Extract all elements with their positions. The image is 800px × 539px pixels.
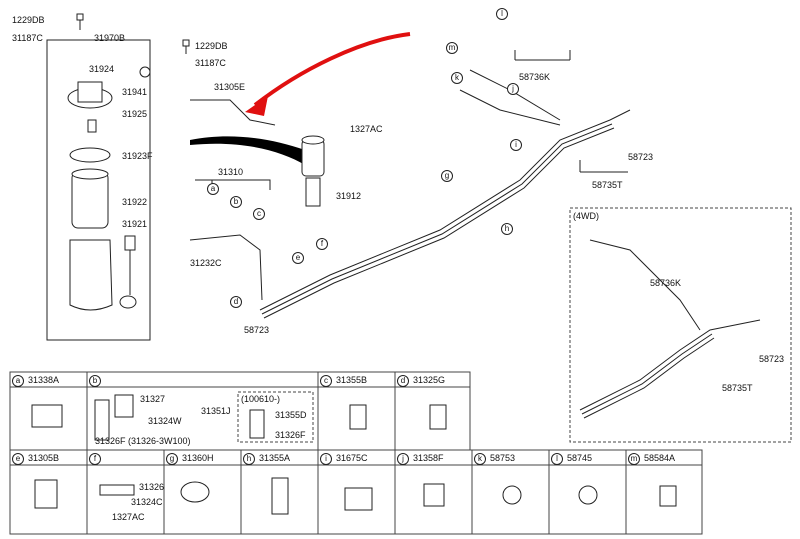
label-31187c-b: 31187C	[195, 58, 226, 68]
label-31912: 31912	[336, 191, 362, 201]
label-58735t: 58735T	[592, 180, 623, 190]
callout-a: a	[207, 183, 219, 195]
red-arrowhead	[245, 96, 268, 116]
callout-e: e	[292, 252, 304, 264]
center-filter-drawing	[190, 99, 325, 207]
cell-b-31351j: 31351J	[201, 406, 231, 416]
label-1229db-a: 1229DB	[12, 15, 45, 25]
callout-f: f	[316, 238, 328, 250]
label-58736k-4wd: 58736K	[650, 278, 682, 288]
label-31187c-a: 31187C	[12, 33, 43, 43]
black-wedge	[190, 136, 305, 165]
callout-i: i	[510, 139, 522, 151]
label-31923f: 31923F	[122, 151, 153, 161]
label-31970b: 31970B	[94, 33, 126, 43]
cell-f-31324c: 31324C	[131, 497, 163, 507]
label-31232c: 31232C	[190, 258, 222, 268]
label-58736k: 58736K	[519, 72, 551, 82]
fuel-filter-drawing	[67, 66, 151, 311]
label-31305e: 31305E	[214, 82, 246, 92]
label-31922: 31922	[122, 197, 148, 207]
callout-d: d	[230, 296, 242, 308]
pipe-bundle-main	[189, 69, 631, 319]
parts-table-grid	[9, 371, 703, 535]
cell-b-31327: 31327	[140, 394, 166, 404]
label-31310: 31310	[218, 167, 244, 177]
pipe-bundle-4wd	[579, 239, 761, 419]
callout-g: g	[441, 170, 453, 182]
cell-f: f	[89, 453, 105, 465]
label-31924: 31924	[89, 64, 115, 74]
cell-b-31324w: 31324W	[148, 416, 182, 426]
label-58735t-4wd: 58735T	[722, 383, 753, 393]
red-arrow	[253, 32, 411, 107]
label-31925: 31925	[122, 109, 148, 119]
callout-m: m	[446, 42, 458, 54]
inset-title: (4WD)	[573, 211, 599, 221]
cell-b-31355d: 31355D	[275, 410, 307, 420]
label-31921: 31921	[122, 219, 148, 229]
label-58723-right: 58723	[628, 152, 654, 162]
callout-k: k	[451, 72, 463, 84]
cell-f-31326: 31326	[139, 482, 165, 492]
label-58723-4wd: 58723	[759, 354, 785, 364]
label-58723-center: 58723	[244, 325, 270, 335]
filter-assembly-frame	[46, 39, 151, 341]
cell-b-box-title: (100610-)	[241, 394, 281, 404]
callout-b: b	[230, 196, 242, 208]
callout-c: c	[253, 208, 265, 220]
callout-l: l	[496, 8, 508, 20]
callout-j: j	[507, 83, 519, 95]
label-1229db-b: 1229DB	[195, 41, 228, 51]
inset-4wd-frame	[569, 207, 792, 443]
label-1327ac: 1327AC	[350, 124, 383, 134]
table-part-sketches	[31, 394, 677, 515]
cell-b-31326f-box: 31326F	[275, 430, 306, 440]
cell-b: b	[89, 375, 105, 387]
cell-b-31326f: 31326F (31326-3W100)	[95, 436, 191, 446]
cell-f-1327ac: 1327AC	[112, 512, 145, 522]
callout-h: h	[501, 223, 513, 235]
label-31941: 31941	[122, 87, 148, 97]
